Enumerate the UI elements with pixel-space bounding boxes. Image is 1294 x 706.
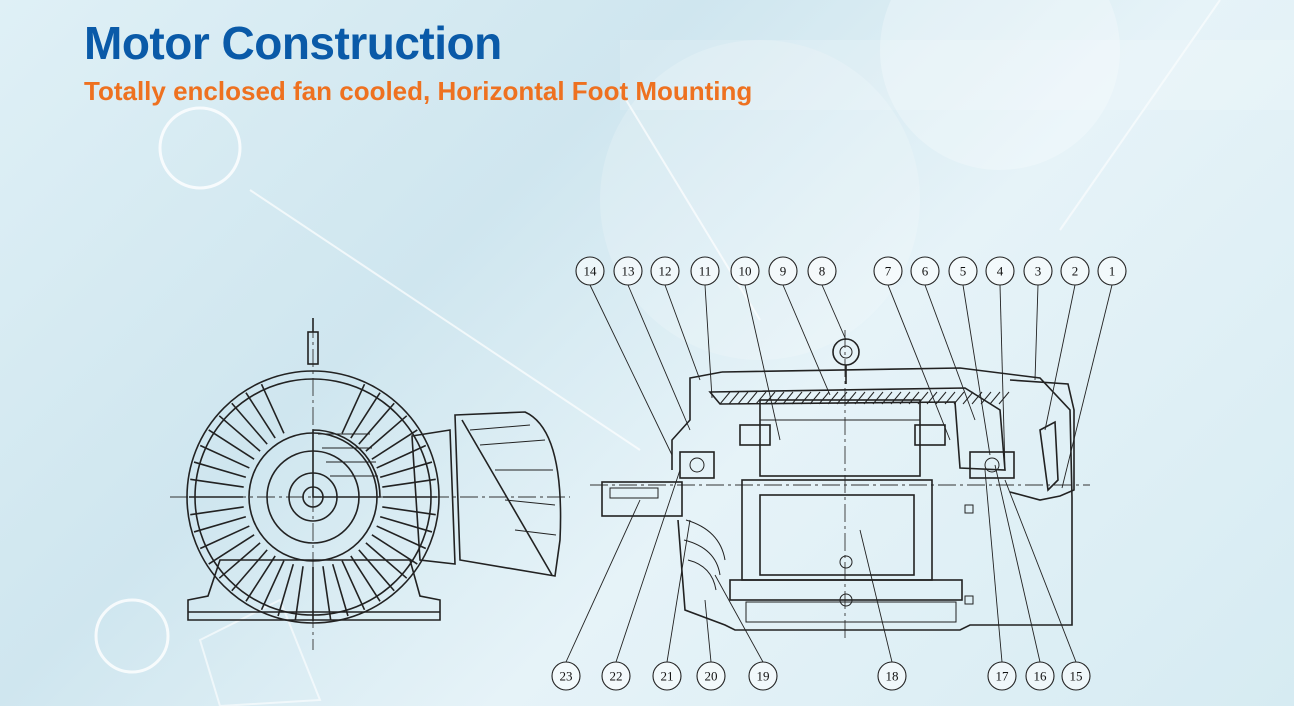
callout-label: 23	[560, 669, 573, 684]
callout-top-7: 7	[873, 256, 903, 286]
callout-top-6: 6	[910, 256, 940, 286]
callout-label: 16	[1034, 669, 1048, 684]
callout-bottom-17: 17	[987, 661, 1017, 691]
callout-top-11: 11	[690, 256, 720, 286]
callout-label: 2	[1072, 264, 1079, 279]
callout-top-3: 3	[1023, 256, 1053, 286]
callout-label: 10	[739, 264, 752, 279]
motor-section-view	[590, 330, 1090, 640]
callout-bottom-22: 22	[601, 661, 631, 691]
callout-label: 8	[819, 264, 826, 279]
cooling-fins	[189, 383, 437, 621]
callout-top-8: 8	[807, 256, 837, 286]
callout-label: 18	[886, 669, 899, 684]
callout-label: 3	[1035, 264, 1042, 279]
callout-label: 15	[1070, 669, 1083, 684]
callout-top-14: 14	[575, 256, 605, 286]
callout-bottom-15: 15	[1061, 661, 1091, 691]
callout-bottom-20: 20	[696, 661, 726, 691]
callout-bottom-16: 16	[1025, 661, 1055, 691]
callout-top-13: 13	[613, 256, 643, 286]
motor-end-view	[170, 318, 570, 650]
callout-top-9: 9	[768, 256, 798, 286]
callout-bottom-18: 18	[877, 661, 907, 691]
callout-label: 9	[780, 264, 787, 279]
callout-label: 1	[1109, 264, 1116, 279]
callout-label: 14	[584, 264, 598, 279]
callout-label: 7	[885, 264, 892, 279]
callout-bottom-19: 19	[748, 661, 778, 691]
page-subtitle: Totally enclosed fan cooled, Horizontal …	[84, 76, 753, 106]
callout-leaders	[565, 284, 1113, 663]
callout-label: 12	[659, 264, 672, 279]
callout-label: 20	[705, 669, 718, 684]
callout-row-top: 14 13 12 11 10 9 8 7 6 5 4 3 2 1	[575, 256, 1127, 286]
callout-top-2: 2	[1060, 256, 1090, 286]
callout-label: 22	[610, 669, 623, 684]
page-title: Motor Construction	[84, 17, 502, 69]
callout-top-5: 5	[948, 256, 978, 286]
callout-label: 13	[622, 264, 635, 279]
callout-top-4: 4	[985, 256, 1015, 286]
section-hatching	[719, 391, 1010, 405]
callout-row-bottom: 23 22 21 20 19 18 17 16 15	[551, 661, 1091, 691]
callout-bottom-23: 23	[551, 661, 581, 691]
callout-label: 19	[757, 669, 770, 684]
callout-label: 4	[997, 264, 1004, 279]
callout-bottom-21: 21	[652, 661, 682, 691]
callout-label: 6	[922, 264, 929, 279]
callout-label: 11	[699, 264, 712, 279]
callout-label: 5	[960, 264, 967, 279]
callout-top-1: 1	[1097, 256, 1127, 286]
callout-top-10: 10	[730, 256, 760, 286]
callout-label: 17	[996, 669, 1010, 684]
callout-top-12: 12	[650, 256, 680, 286]
callout-label: 21	[661, 669, 674, 684]
